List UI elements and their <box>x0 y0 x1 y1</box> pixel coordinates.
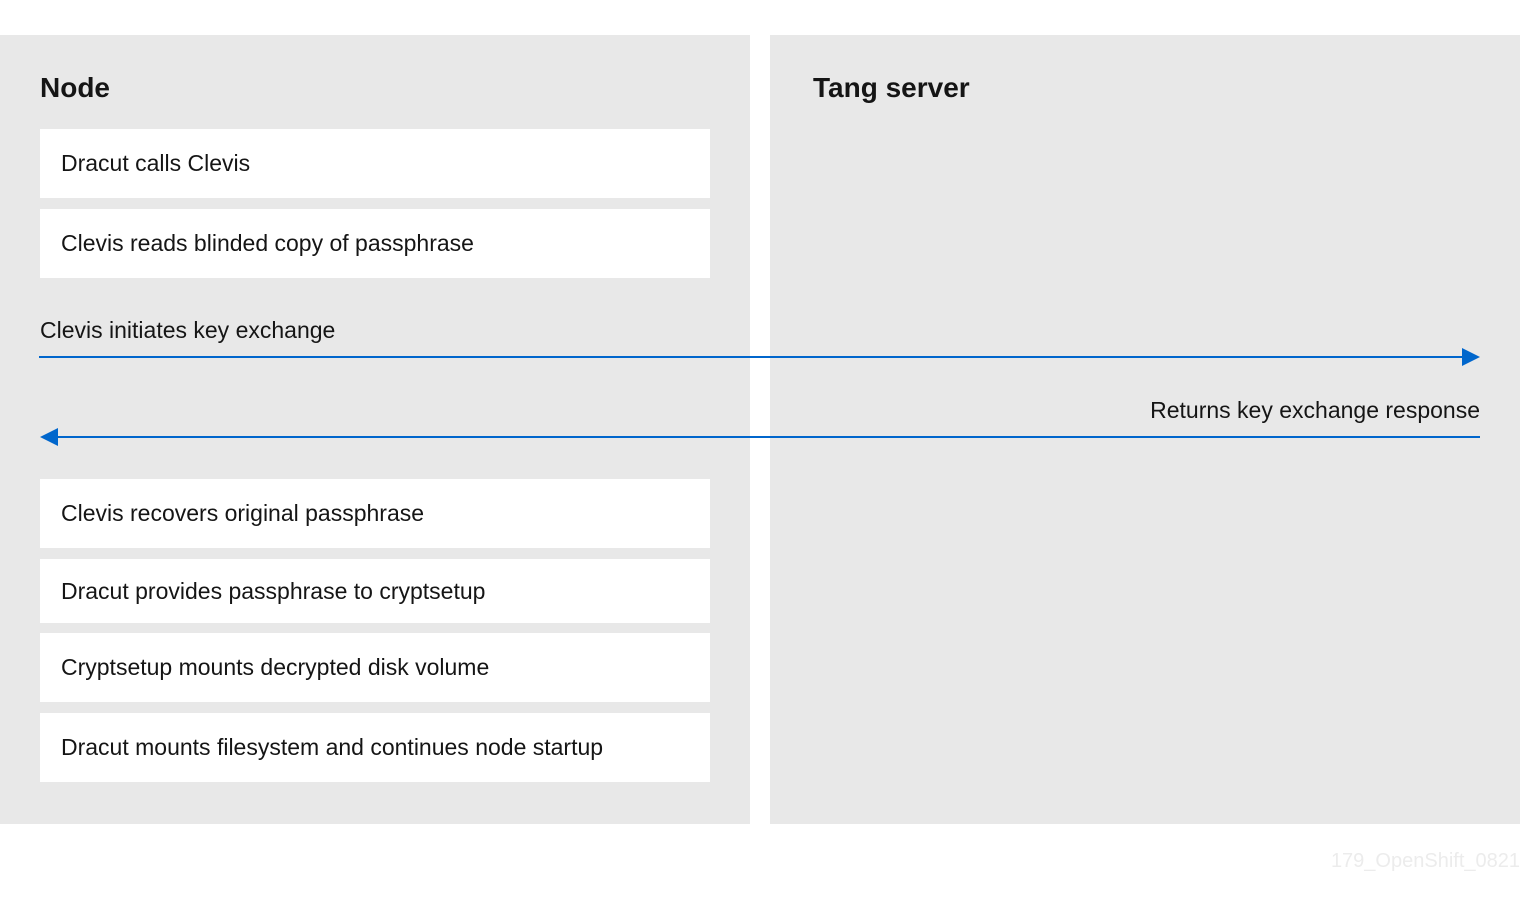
tang-server-title: Tang server <box>813 72 970 103</box>
step-box: Dracut mounts filesystem and continues n… <box>40 713 710 782</box>
step-box: Clevis reads blinded copy of passphrase <box>40 209 710 278</box>
arrow-left-icon <box>40 428 58 446</box>
tang-server-panel <box>770 35 1520 824</box>
step-box: Dracut calls Clevis <box>40 129 710 198</box>
watermark: 179_OpenShift_0821 <box>1330 850 1520 872</box>
step-box: Cryptsetup mounts decrypted disk volume <box>40 633 710 702</box>
arrow-right-icon <box>1462 348 1480 366</box>
step-box: Clevis recovers original passphrase <box>40 479 710 548</box>
node-title: Node <box>40 72 110 103</box>
response-arrow-label: Returns key exchange response <box>1150 397 1480 423</box>
request-arrow-label: Clevis initiates key exchange <box>40 317 336 343</box>
step-box: Dracut provides passphrase to cryptsetup <box>40 559 710 623</box>
